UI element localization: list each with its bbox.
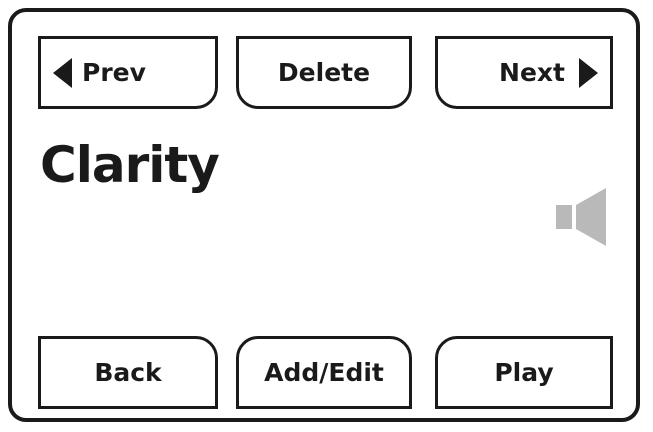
triangle-right-icon: [579, 57, 598, 88]
back-button[interactable]: Back: [38, 336, 218, 409]
delete-button-label: Delete: [277, 58, 371, 87]
word-title: Clarity: [40, 136, 220, 194]
add-edit-button-label: Add/Edit: [264, 358, 384, 387]
play-button[interactable]: Play: [435, 336, 613, 409]
triangle-left-icon: [53, 57, 72, 88]
back-button-label: Back: [94, 358, 162, 387]
delete-button[interactable]: Delete: [236, 36, 412, 109]
speaker-body: [556, 205, 572, 229]
prev-button[interactable]: Prev: [38, 36, 218, 109]
add-edit-button[interactable]: Add/Edit: [236, 336, 412, 409]
speaker-icon[interactable]: [556, 188, 608, 246]
play-button-label: Play: [494, 358, 554, 387]
speaker-cone: [576, 188, 606, 246]
prev-button-label: Prev: [82, 58, 146, 87]
next-button-label: Next: [499, 58, 565, 87]
next-button[interactable]: Next: [435, 36, 613, 109]
